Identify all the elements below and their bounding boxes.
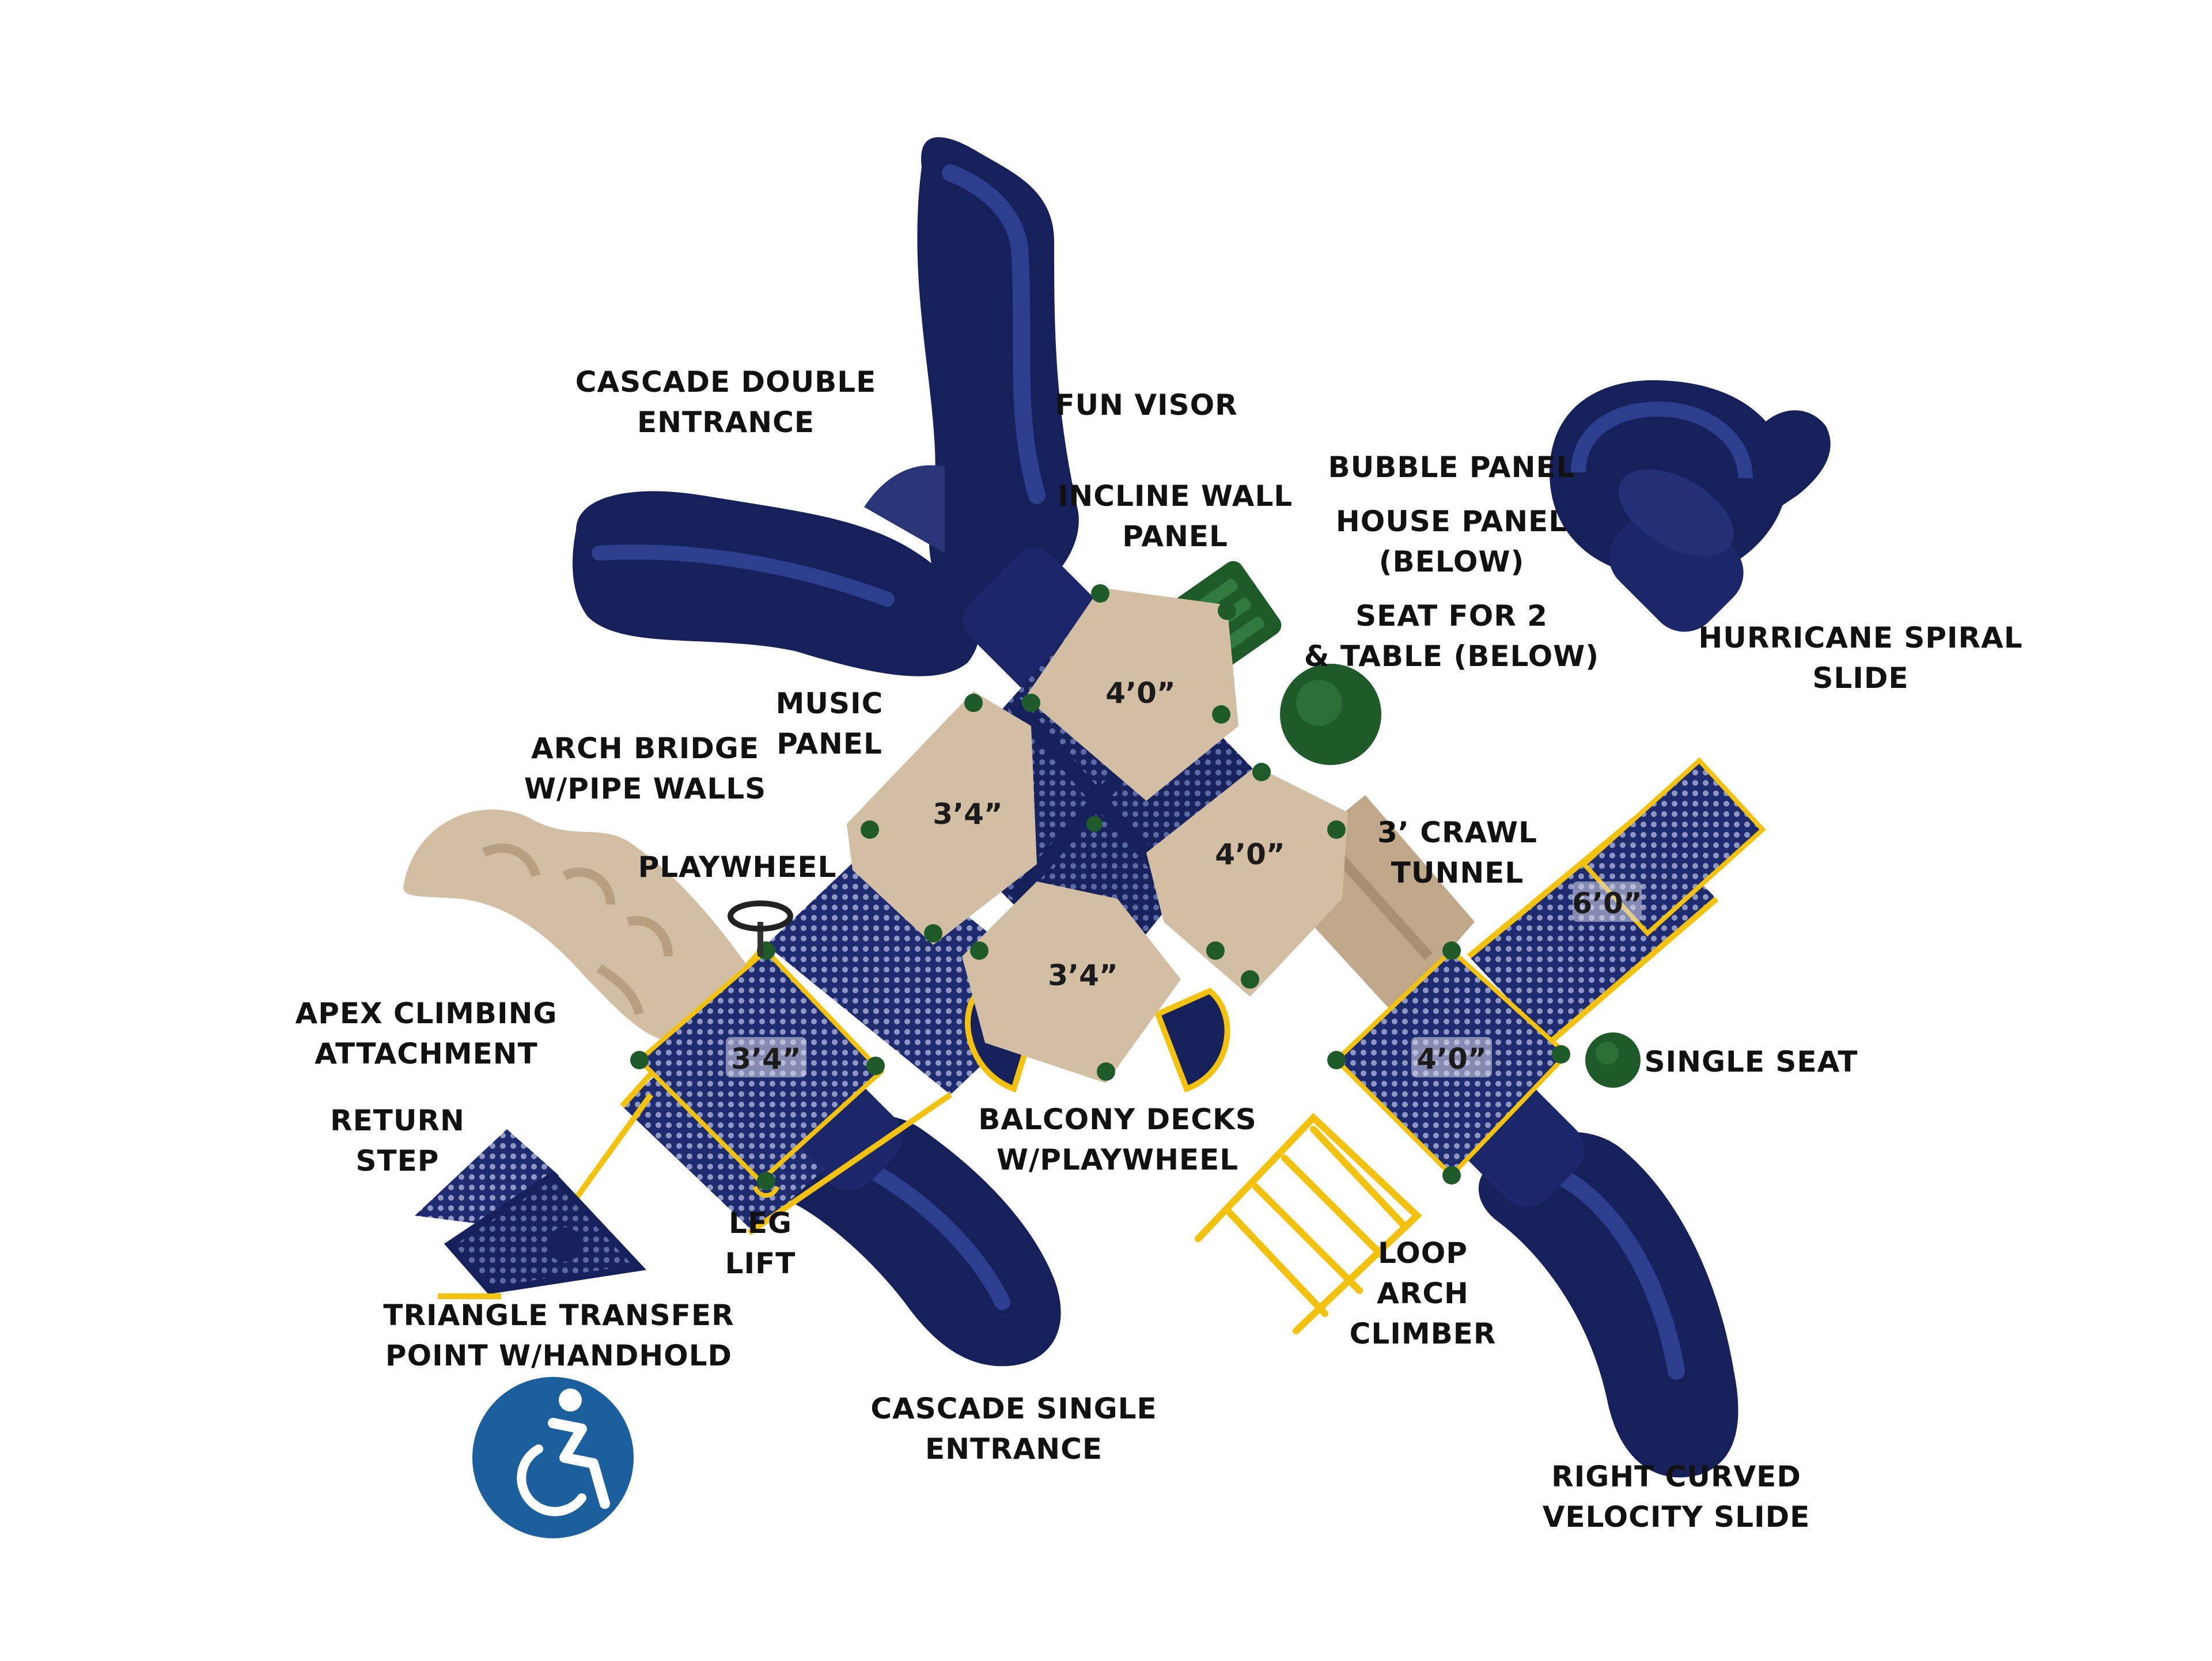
deck-right-height: 4’0” bbox=[1215, 838, 1285, 871]
deck-top: 4’0” bbox=[1025, 588, 1238, 801]
label-house-panel: HOUSE PANEL(BELOW) bbox=[1335, 505, 1568, 578]
transfer-left-height: 3’4” bbox=[731, 1042, 801, 1076]
transfer-platform-right: 4’0” bbox=[1327, 941, 1570, 1185]
deck-bottom: 3’4” bbox=[962, 881, 1181, 1083]
slide-platform-height: 6’0” bbox=[1572, 887, 1642, 920]
label-bubble-panel: BUBBLE PANEL bbox=[1328, 451, 1575, 484]
single-seat bbox=[1585, 1032, 1641, 1088]
transfer-right-height: 4’0” bbox=[1416, 1042, 1486, 1076]
deck-right: 4’0” bbox=[1146, 766, 1348, 997]
seat-for-2-table bbox=[1280, 664, 1381, 765]
cascade-double-slide bbox=[573, 137, 1123, 708]
slide-platform: 6’0” bbox=[1572, 757, 1766, 937]
wheelchair-accessibility-icon bbox=[472, 1377, 634, 1538]
label-playwheel: PLAYWHEEL bbox=[638, 850, 837, 884]
deck-top-height: 4’0” bbox=[1105, 676, 1175, 710]
label-single-seat: SINGLE SEAT bbox=[1644, 1045, 1858, 1079]
arch-bridge bbox=[403, 809, 751, 1044]
deck-left-height: 3’4” bbox=[933, 797, 1002, 831]
deck-left: 3’4” bbox=[847, 691, 1037, 945]
hurricane-spiral-slide bbox=[1550, 380, 1831, 632]
playwheel bbox=[728, 901, 793, 956]
deck-posts bbox=[861, 584, 1346, 1081]
label-fun-visor: FUN VISOR bbox=[1055, 388, 1238, 422]
triangle-transfer-point bbox=[415, 1129, 647, 1299]
label-seat-for-2-table: SEAT FOR 2& TABLE (BELOW) bbox=[1304, 599, 1600, 673]
leg-lift bbox=[752, 1185, 780, 1198]
loop-arch-climber bbox=[1195, 1113, 1422, 1334]
deck-bottom-height: 3’4” bbox=[1048, 959, 1118, 992]
transfer-platform-left: 3’4” bbox=[630, 941, 885, 1190]
right-curved-velocity-slide bbox=[1457, 1080, 1738, 1478]
